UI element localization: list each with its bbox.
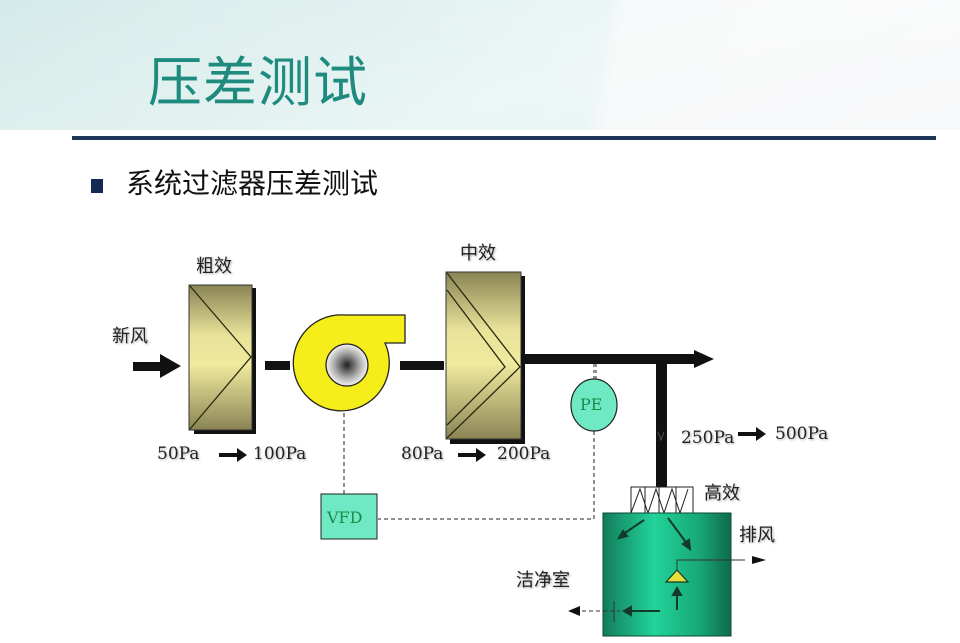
bullet-text: 系统过滤器压差测试 bbox=[126, 167, 379, 200]
exhaust-arrow-icon bbox=[752, 556, 766, 564]
pe-sensor-label: PE bbox=[580, 395, 603, 414]
pressure-arrow bbox=[458, 448, 486, 462]
fresh-air-arrow bbox=[133, 354, 181, 378]
cleanroom-outflow-arrow-icon bbox=[568, 606, 580, 616]
medium-filter-initial-pressure: 80Pa bbox=[401, 444, 444, 464]
medium-filter-final-pressure: 200Pa bbox=[497, 444, 551, 464]
fan-icon bbox=[292, 314, 406, 412]
bullet-square-icon bbox=[91, 179, 103, 193]
header-background bbox=[0, 0, 960, 130]
exhaust-label: 排风 bbox=[739, 525, 775, 546]
airflow-arrows bbox=[616, 517, 692, 617]
prefilter-box bbox=[188, 284, 256, 434]
title-divider bbox=[72, 136, 936, 140]
prefilter-label: 粗效 bbox=[196, 256, 232, 277]
pressure-arrow bbox=[738, 427, 766, 441]
control-signal-line bbox=[378, 431, 595, 520]
vfd-box bbox=[320, 493, 378, 540]
medium-filter-label: 中效 bbox=[460, 243, 496, 264]
exhaust-line bbox=[676, 559, 745, 570]
hepa-riser-duct bbox=[656, 359, 667, 489]
hepa-initial-pressure: 250Pa bbox=[681, 428, 735, 448]
vfd-label: VFD bbox=[327, 508, 363, 527]
prefilter-initial-pressure: 50Pa bbox=[157, 444, 200, 464]
duct-segment bbox=[265, 361, 290, 370]
supply-arrow-icon bbox=[694, 350, 714, 368]
prefilter-final-pressure: 100Pa bbox=[253, 444, 307, 464]
duct-segment bbox=[400, 361, 444, 370]
return-grille-icon bbox=[664, 569, 690, 583]
hepa-filter-label: 高效 bbox=[704, 483, 740, 504]
cleanroom-label: 洁净室 bbox=[516, 570, 570, 591]
slide-title: 压差测试 bbox=[148, 51, 368, 114]
hepa-filter-box bbox=[630, 486, 694, 515]
pressure-arrow bbox=[219, 448, 247, 462]
header-background-overlay bbox=[0, 0, 960, 130]
flow-tick bbox=[657, 431, 665, 442]
hepa-final-pressure: 500Pa bbox=[775, 424, 829, 444]
fresh-air-label: 新风 bbox=[112, 326, 148, 347]
supply-duct bbox=[521, 354, 696, 364]
medium-filter-box bbox=[445, 271, 525, 444]
